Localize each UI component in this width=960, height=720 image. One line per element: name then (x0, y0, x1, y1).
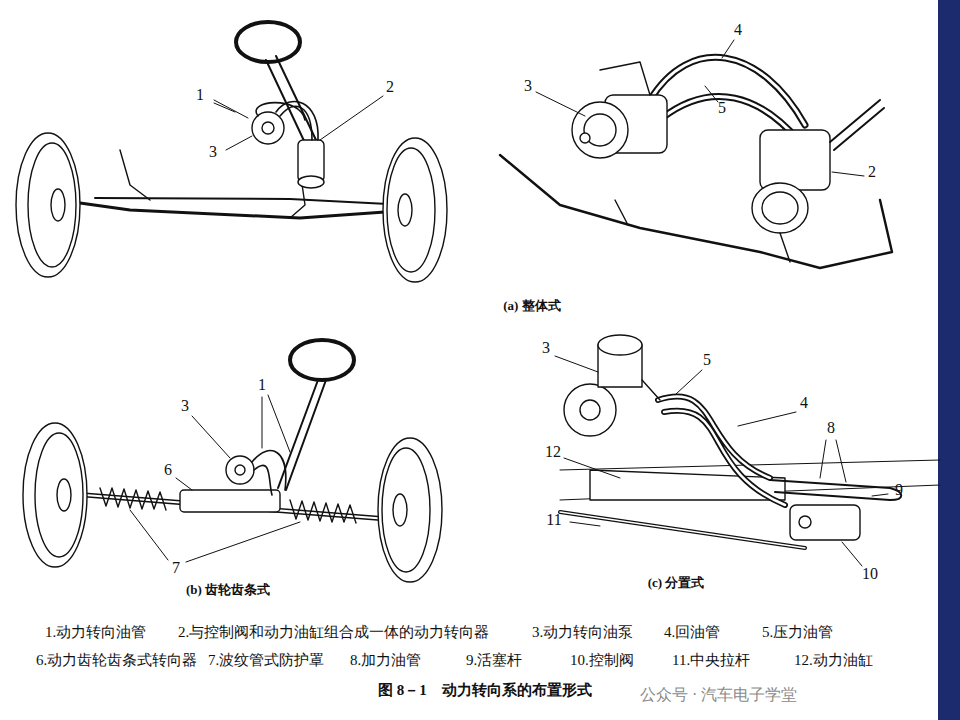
callout-number: 11 (546, 511, 561, 529)
callout-number: 2 (386, 78, 394, 96)
callout-number: 6 (164, 461, 172, 479)
callout-number: 5 (718, 99, 726, 117)
figure-caption: 图 8－1 动力转向系的布置形式 (378, 682, 592, 699)
key-item: 4.回油管 (664, 624, 720, 641)
key-item: 7.波纹管式防护罩 (208, 652, 324, 669)
callout-number: 4 (800, 394, 808, 412)
callout-number: 5 (703, 351, 711, 369)
key-item: 1.动力转向油管 (45, 624, 146, 641)
key-item: 12.动力油缸 (794, 652, 873, 669)
callout-number: 1 (196, 86, 204, 104)
integral-type-figure (500, 40, 892, 268)
sub-caption: (b) 齿轮齿条式 (186, 583, 270, 598)
callout-number: 3 (181, 397, 189, 415)
callout-number: 3 (209, 143, 217, 161)
watermark: 公众号 · 汽车电子学堂 (640, 686, 797, 704)
key-item: 6.动力齿轮齿条式转向器 (36, 652, 197, 669)
callout-number: 1 (258, 376, 266, 394)
callout-number: 3 (524, 77, 532, 95)
callout-number: 10 (862, 565, 878, 583)
rack-and-pinion-figure (23, 340, 442, 582)
key-item: 9.活塞杆 (466, 652, 522, 669)
callout-number: 12 (545, 443, 561, 461)
separate-type-figure (555, 335, 940, 566)
steering-layout-figure (16, 22, 447, 282)
key-item: 11.中央拉杆 (672, 652, 750, 669)
key-item: 8.加力油管 (350, 652, 421, 669)
callout-number: 7 (172, 559, 180, 577)
callout-number: 3 (542, 339, 550, 357)
sub-caption: (a) 整体式 (503, 299, 560, 314)
callout-number: 4 (734, 21, 742, 39)
callout-number: 8 (827, 419, 835, 437)
key-item: 10.控制阀 (570, 652, 634, 669)
key-item: 2.与控制阀和动力油缸组合成一体的动力转向器 (178, 624, 489, 641)
callout-number: 9 (895, 481, 903, 499)
key-item: 5.压力油管 (762, 624, 833, 641)
key-item: 3.动力转向油泵 (532, 624, 633, 641)
callout-number: 2 (868, 163, 876, 181)
side-bar (938, 0, 960, 720)
sub-caption: (c) 分置式 (648, 576, 705, 591)
